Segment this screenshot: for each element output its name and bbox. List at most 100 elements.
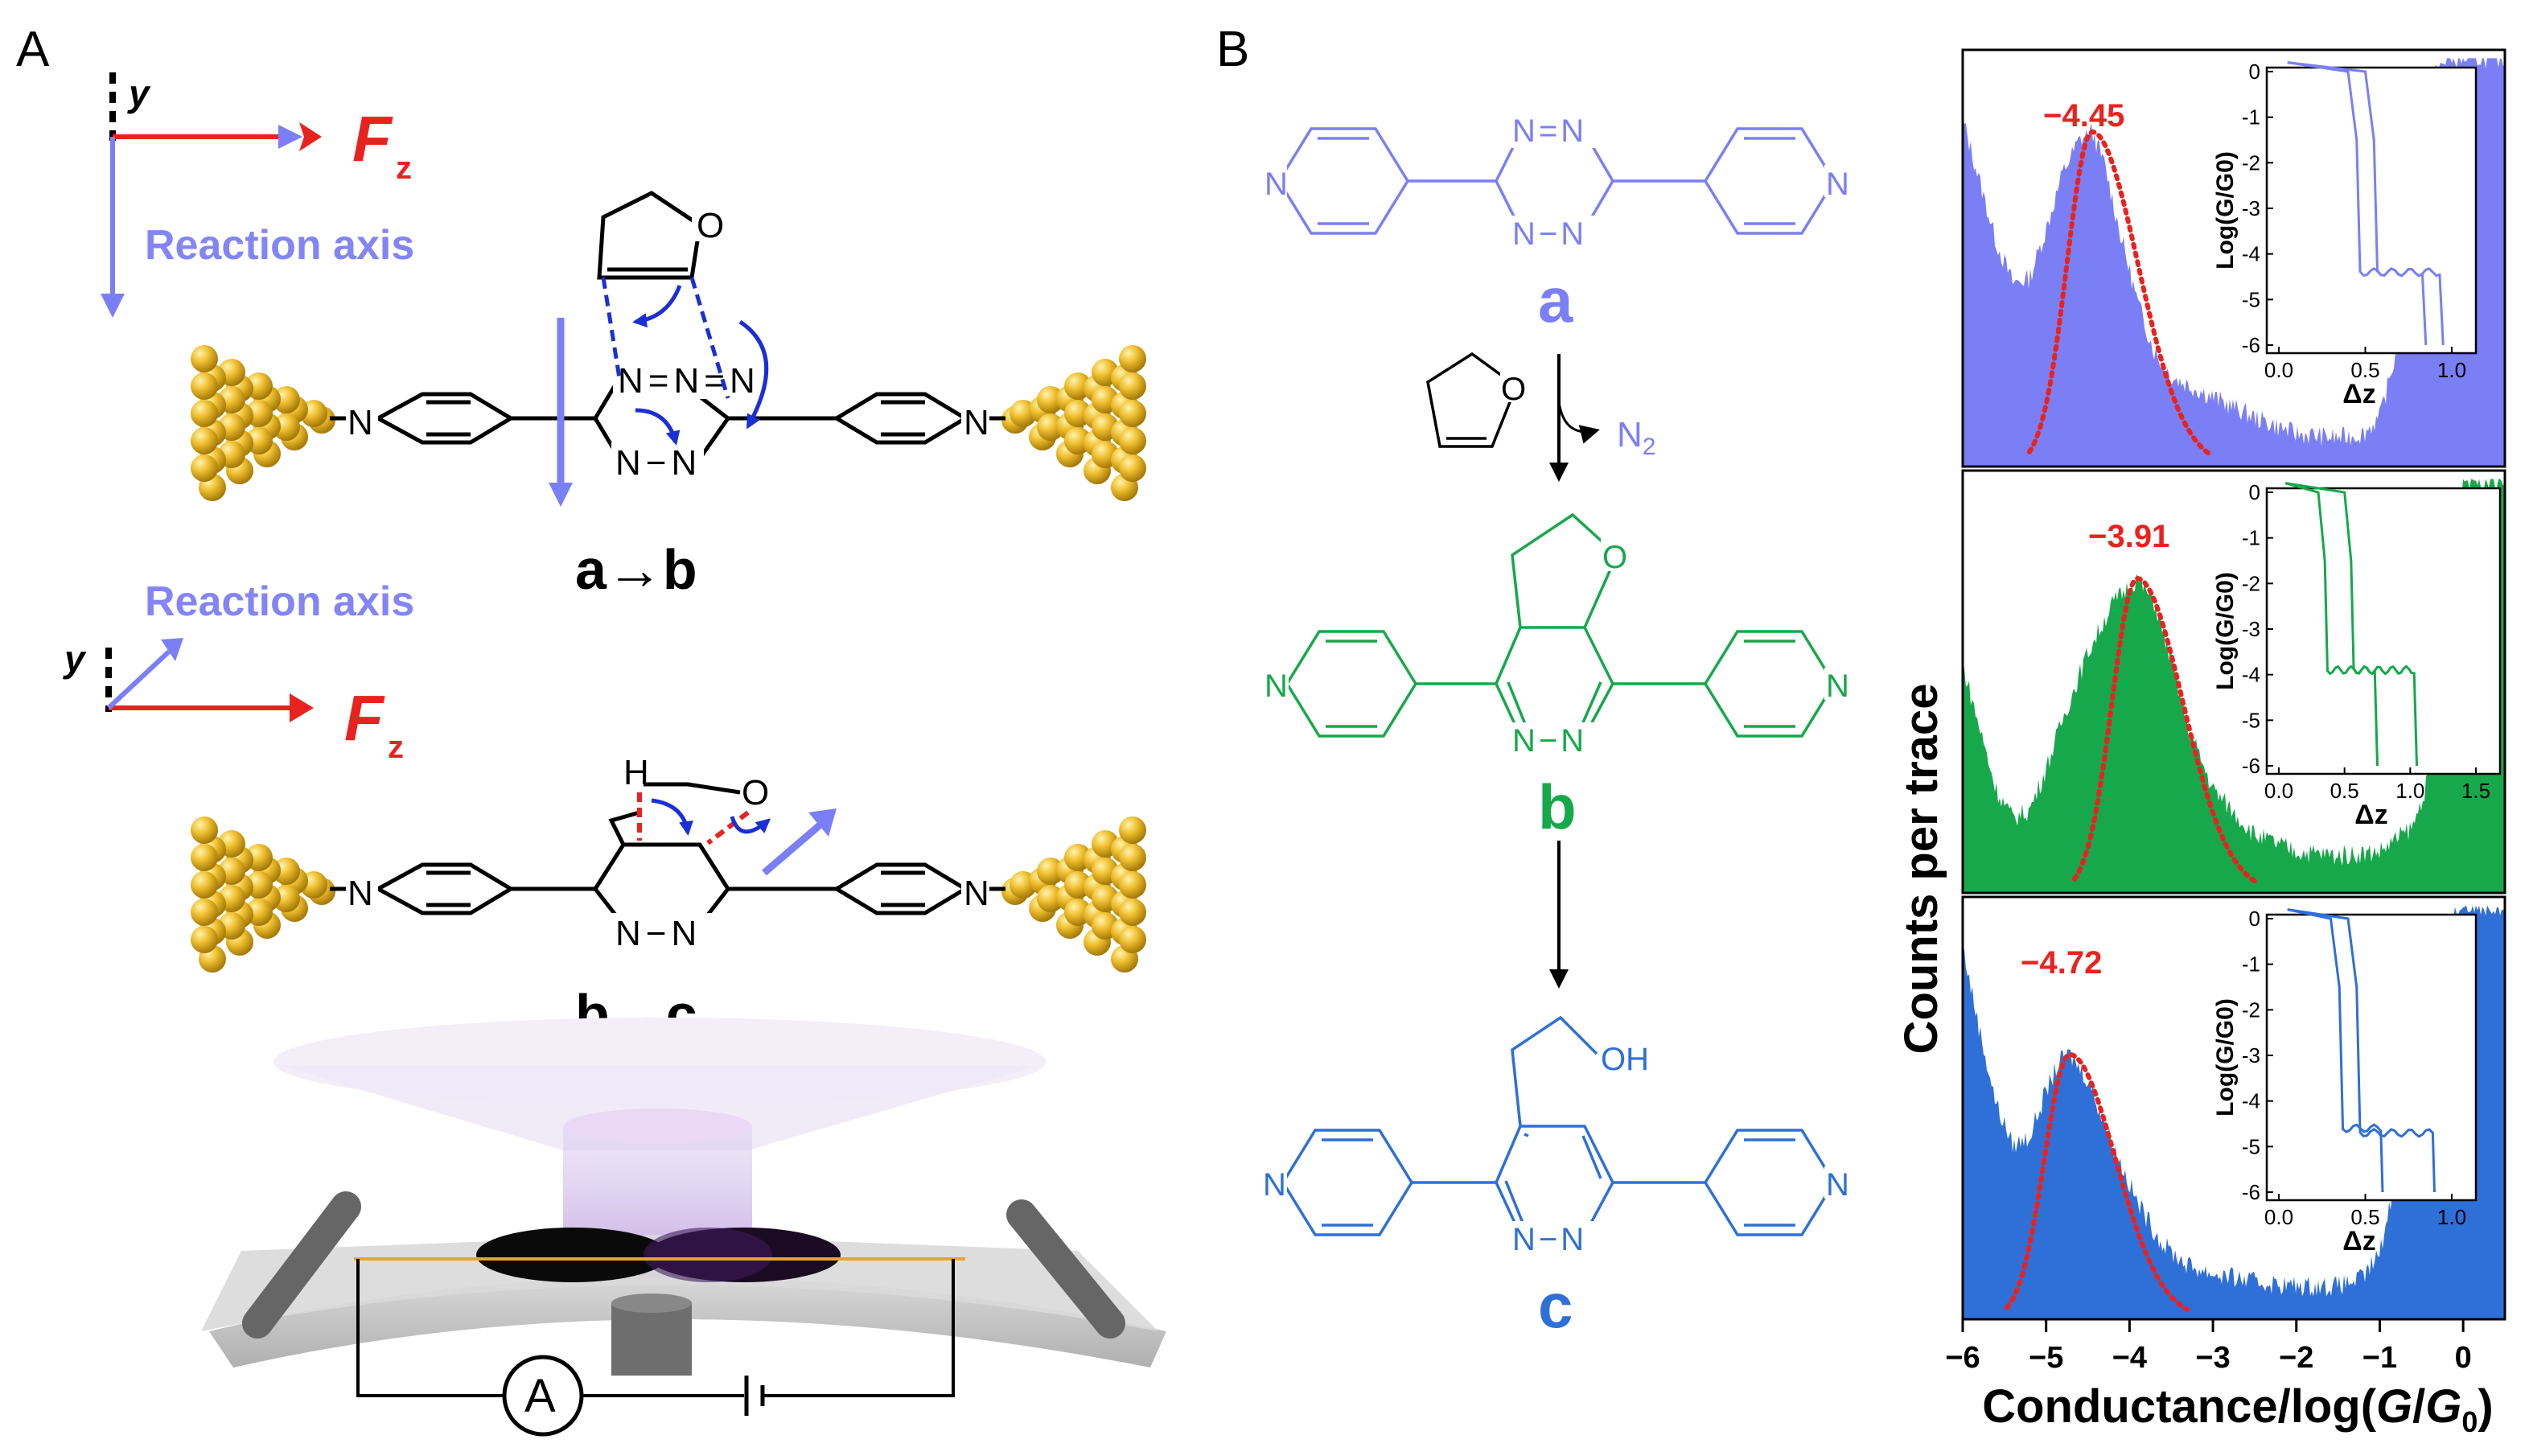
inset-x-tick-label: 1.0 — [2437, 1205, 2466, 1229]
electron-arrow — [651, 798, 693, 836]
inset-frame — [2265, 487, 2502, 775]
o-bg — [1601, 539, 1628, 571]
inset-x-label: Δz — [2342, 379, 2375, 409]
atom-o: O — [742, 773, 769, 812]
electron-arrow — [730, 816, 771, 834]
inset-y-tick-label: -6 — [2242, 333, 2260, 357]
inset-y-tick-label: -3 — [2242, 617, 2260, 641]
byproduct-n2: N2 — [1617, 415, 1655, 460]
inset-x-tick-label: 0.5 — [2350, 358, 2379, 382]
atom-n-bottom: N−N — [1512, 1222, 1587, 1257]
step-a-to-b: a→b — [575, 538, 697, 601]
x-tick-label: −5 — [2029, 1341, 2063, 1375]
x-tick-label: −1 — [2362, 1341, 2397, 1375]
inset-x-tick-label: 0.0 — [2264, 779, 2293, 803]
inset-y-tick-label: -6 — [2242, 754, 2260, 778]
inset-y-tick-label: -4 — [2242, 242, 2260, 266]
o-bg — [692, 205, 724, 241]
panel-frame — [1961, 469, 2506, 895]
molecule-a-junction — [330, 191, 1005, 461]
compound-b-label: b — [1538, 771, 1577, 842]
circuit-wire — [356, 1259, 503, 1397]
inset-y-tick-label: -4 — [2242, 1089, 2260, 1113]
panel-a-label: A — [16, 22, 50, 77]
inset-y-tick-label: -1 — [2242, 105, 2260, 130]
gold-atom — [191, 372, 218, 400]
panel-frame — [1961, 48, 2506, 468]
inset-y-tick-label: 0 — [2249, 60, 2260, 84]
x-tick-label: −3 — [2195, 1341, 2230, 1375]
atom-n-bottom: N−N — [615, 443, 701, 483]
gold-electrode-right-1 — [1001, 345, 1146, 501]
histogram-area-c — [1963, 905, 2505, 1319]
inset-y-tick-label: -1 — [2242, 526, 2260, 550]
n-bg — [1263, 668, 1289, 700]
bond — [1581, 1135, 1602, 1179]
gold-atom — [1037, 885, 1064, 912]
force-label: F — [352, 103, 393, 175]
compound-b — [1285, 512, 1836, 738]
inset-x-tick-label: 1.5 — [2461, 779, 2490, 803]
gold-atom — [1119, 400, 1146, 427]
bond — [608, 810, 640, 846]
nn-bg — [1511, 722, 1599, 758]
gaussian-fit-c — [2004, 1051, 2190, 1312]
peak-value-label: −4.45 — [2043, 98, 2124, 134]
force-arrowhead — [299, 122, 322, 151]
x-tick-label: −4 — [2112, 1341, 2147, 1375]
inset-y-tick-label: 0 — [2249, 907, 2260, 931]
nn-bg — [611, 442, 704, 481]
reaction-direction-arrowhead — [808, 808, 837, 837]
inset-x-tick-label: 0.5 — [2350, 1205, 2379, 1229]
reaction-axis-label: Reaction axis — [145, 578, 414, 625]
pushing-rod — [611, 1303, 692, 1376]
inset-y-tick-label: 0 — [2249, 480, 2260, 504]
gold-atom — [1037, 858, 1064, 885]
pyridine-right — [1703, 1129, 1836, 1236]
hydroxyl-label: OH — [1601, 1042, 1649, 1077]
peak-value-label: −4.72 — [2021, 945, 2102, 981]
axis-set-1: y F z Reaction axis — [101, 72, 414, 318]
nn-bg — [613, 360, 718, 399]
atom-n-top: N=N — [1512, 113, 1587, 149]
force-subscript: z — [396, 150, 412, 186]
n-bg — [1261, 165, 1287, 197]
atom-o: O — [697, 206, 724, 245]
force-label: F — [344, 682, 385, 754]
inset-x-tick-label: 0.0 — [2264, 1205, 2293, 1229]
atom-n: N — [1263, 1167, 1286, 1203]
bond — [1524, 1133, 1529, 1137]
gold-atom — [1119, 899, 1146, 926]
y-axis-title: Counts per trace — [1895, 684, 1947, 1055]
gold-atom — [1119, 345, 1146, 372]
gold-atom — [1119, 454, 1146, 482]
gold-electrode-left-1 — [191, 345, 335, 501]
approach-dashed-line — [689, 277, 730, 399]
gold-electrode-right-2 — [1001, 816, 1146, 973]
conductance-trace — [2284, 482, 2418, 767]
n-bg — [346, 873, 378, 909]
fused-thf — [1511, 512, 1619, 628]
gold-atom — [1037, 413, 1064, 441]
pyridine-right — [1703, 630, 1836, 738]
compound-a-label: a — [1538, 265, 1573, 335]
reaction-axis-arrowhead — [161, 638, 183, 661]
gold-atom — [191, 345, 218, 372]
axis-set-2: y F z Reaction axis — [63, 578, 414, 765]
x-tick-label: −6 — [1945, 1341, 1980, 1375]
support-left — [242, 1191, 361, 1339]
inset-y-tick-label: -2 — [2242, 571, 2260, 595]
conductance-histograms: Counts per trace Conductance/log(G/G0) −… — [1895, 48, 2506, 1438]
inset-x-tick-label: 1.0 — [2437, 358, 2466, 382]
atom-n: N — [347, 874, 373, 913]
atom-o: O — [1501, 372, 1526, 407]
gold-atom — [191, 926, 218, 953]
electrode-pad-left — [476, 1228, 669, 1282]
atom-n: N — [1826, 167, 1849, 202]
panel-a: A y F z Reaction axis — [16, 22, 1166, 1437]
atom-n: N — [1826, 668, 1849, 704]
bond — [1504, 1180, 1526, 1228]
light-spot — [644, 1228, 772, 1282]
